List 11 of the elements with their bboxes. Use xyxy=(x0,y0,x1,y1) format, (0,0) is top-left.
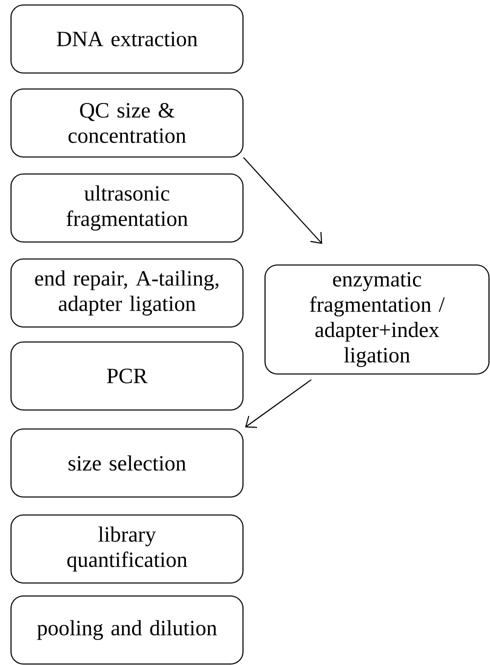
process-box: ultrasonic fragmentation xyxy=(10,173,244,243)
process-box: enzymatic fragmentation / adapter+index ligation xyxy=(264,264,490,375)
arrow xyxy=(245,379,312,428)
process-box: pooling and dilution xyxy=(10,595,244,665)
process-box: PCR xyxy=(10,341,244,411)
arrow xyxy=(243,157,322,244)
process-box: end repair, A-tailing, adapter ligation xyxy=(10,258,244,328)
process-box: QC size & concentration xyxy=(10,88,244,158)
process-box: size selection xyxy=(10,428,244,498)
process-box: DNA extraction xyxy=(10,4,244,74)
process-box: library quantification xyxy=(10,514,244,584)
